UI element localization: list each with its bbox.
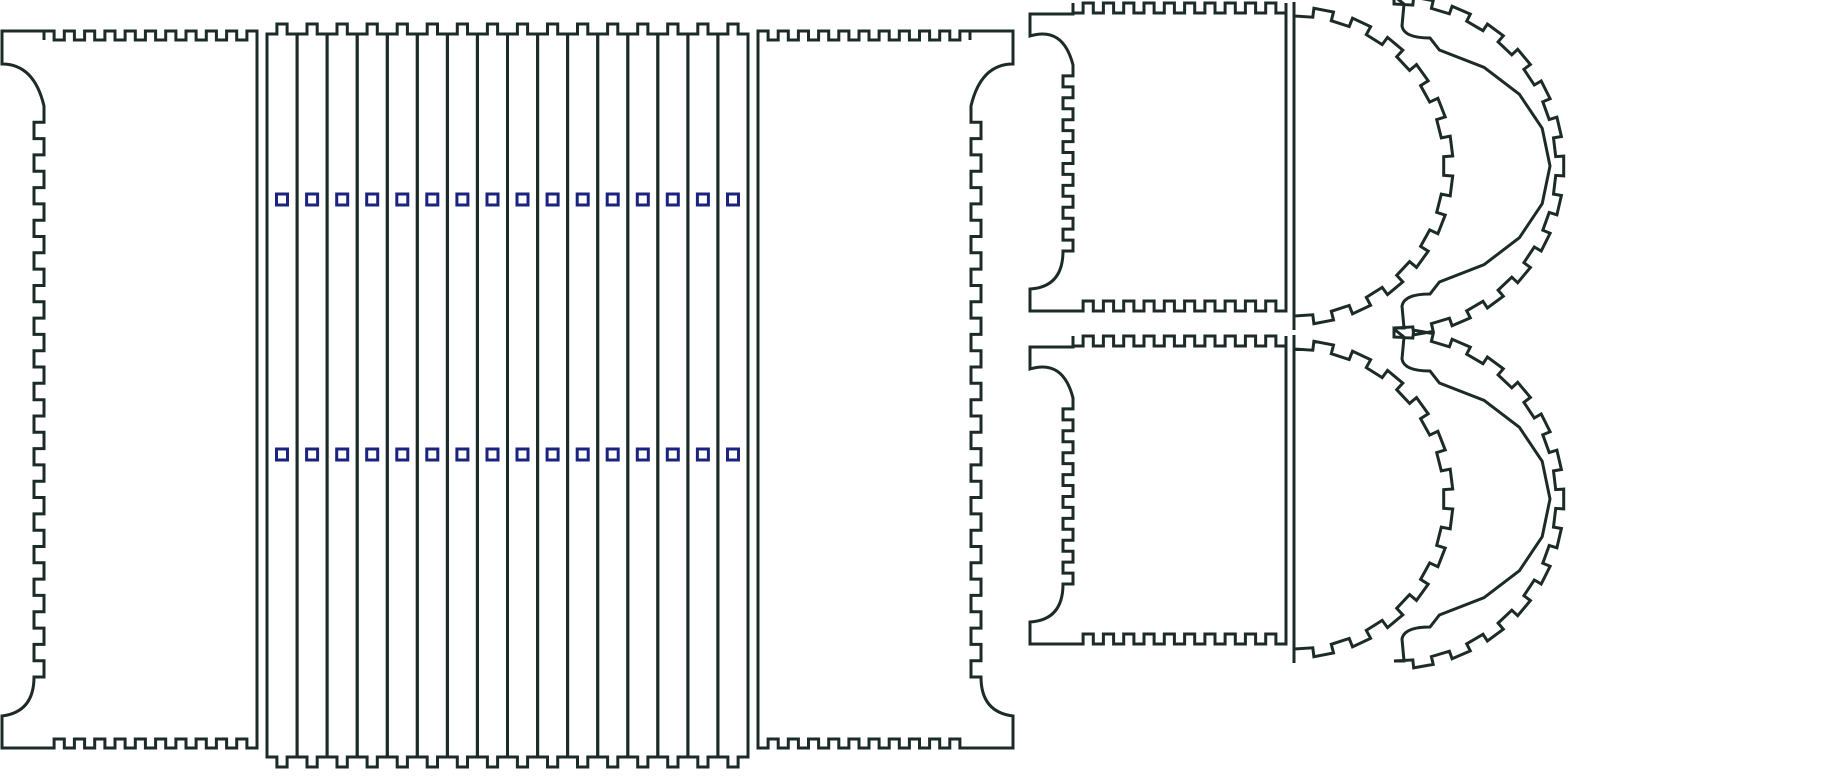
mounting-hole [455, 447, 470, 462]
mounting-hole [335, 447, 350, 462]
mounting-hole [665, 192, 680, 207]
mounting-hole [726, 192, 740, 207]
mounting-hole [275, 192, 289, 207]
mounting-hole [605, 192, 620, 207]
mounting-hole [545, 192, 560, 207]
mounting-hole [485, 447, 500, 462]
mounting-hole [605, 447, 620, 462]
right-side-panel [756, 29, 1015, 750]
mounting-hole [365, 447, 380, 462]
mounting-hole [695, 192, 710, 207]
mounting-hole [665, 447, 680, 462]
parts-layer [0, 0, 1566, 769]
slat-panel [265, 22, 750, 769]
mounting-hole [485, 192, 500, 207]
mounting-hole [515, 447, 530, 462]
left-side-panel [0, 29, 259, 750]
upper-outer-arc [1392, 0, 1566, 337]
mounting-hole [365, 192, 380, 207]
lower-inner-arc [1292, 335, 1455, 663]
mounting-hole [575, 192, 590, 207]
mounting-hole [395, 447, 410, 462]
lower-outer-arc [1392, 325, 1566, 670]
upper-inner-arc [1292, 2, 1455, 330]
mounting-hole [726, 447, 740, 462]
mounting-hole [275, 447, 289, 462]
mounting-hole [395, 192, 410, 207]
mounting-hole [425, 192, 440, 207]
mounting-hole [335, 192, 350, 207]
mounting-hole [695, 447, 710, 462]
mounting-hole [635, 192, 650, 207]
mounting-hole [545, 447, 560, 462]
mounting-hole [425, 447, 440, 462]
mounting-hole [515, 192, 530, 207]
lower-end-panel [1028, 334, 1288, 646]
mounting-hole [305, 192, 320, 207]
mounting-hole [455, 192, 470, 207]
mounting-hole [575, 447, 590, 462]
mounting-hole [305, 447, 320, 462]
slat [716, 22, 750, 769]
upper-end-panel [1028, 1, 1288, 313]
mounting-hole [635, 447, 650, 462]
